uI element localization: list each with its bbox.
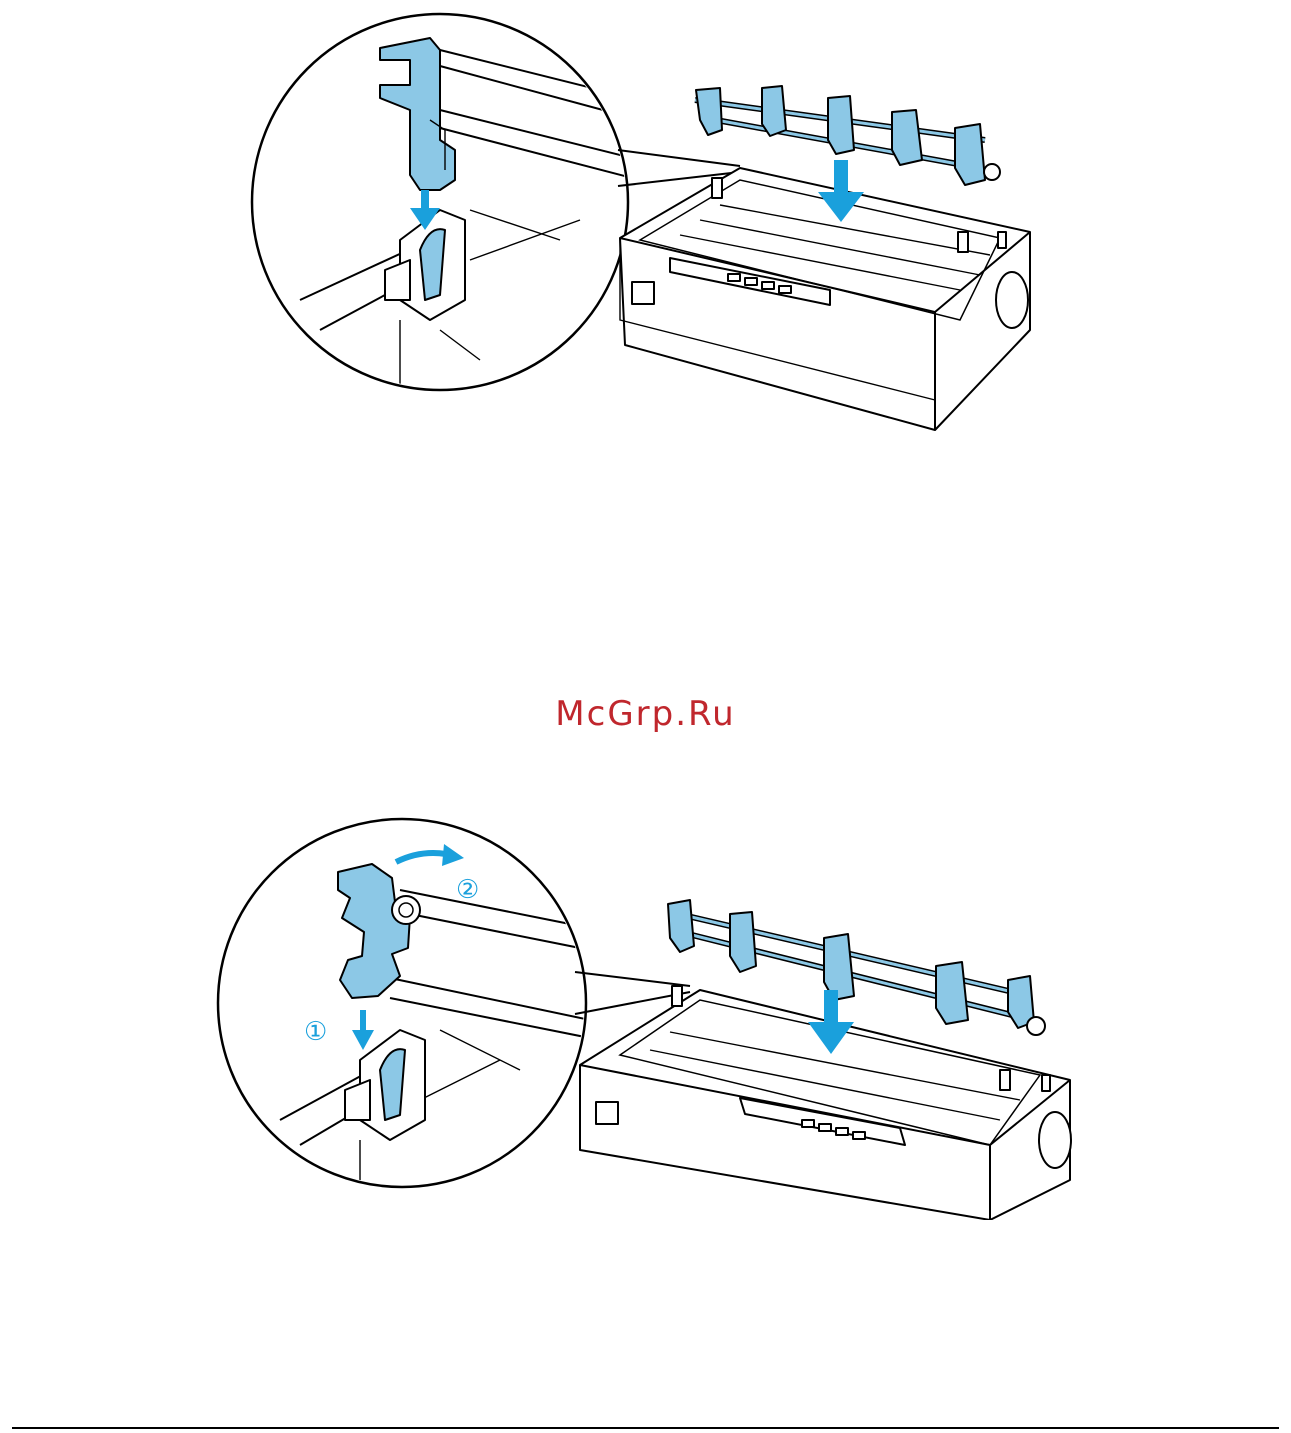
printer-body — [620, 168, 1030, 430]
step-label-2: ② — [456, 875, 479, 905]
printer-tractor-lock-illustration: ① ② — [0, 800, 1291, 1220]
footer-rule — [12, 1427, 1279, 1429]
watermark: McGrp.Ru — [0, 694, 1291, 734]
step-label-1: ① — [304, 1017, 327, 1047]
figure-install-tractor-top — [0, 0, 1291, 450]
figure-install-tractor-bottom: ① ② — [0, 800, 1291, 1220]
printer-tractor-illustration — [0, 0, 1291, 450]
